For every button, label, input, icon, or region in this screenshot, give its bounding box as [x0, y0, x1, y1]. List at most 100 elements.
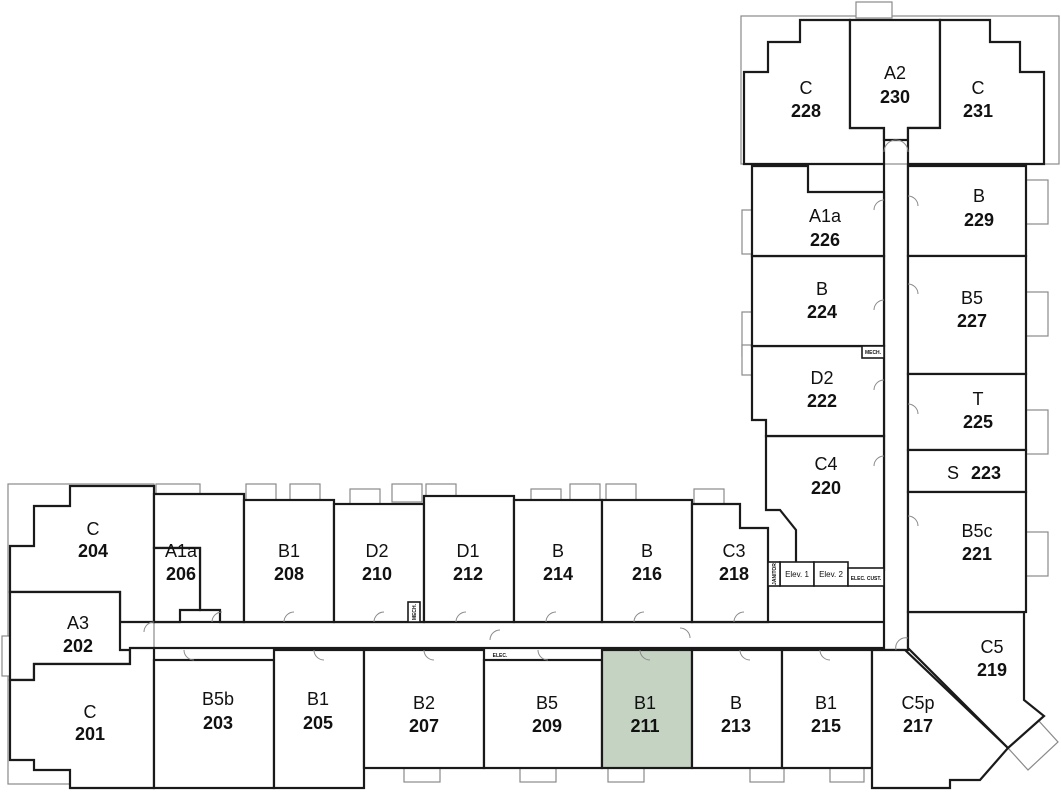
elevator-1-label: Elev. 1 — [785, 570, 809, 579]
unit-number-label: 202 — [63, 636, 93, 656]
unit-type-label: B — [552, 541, 564, 561]
unit-type-label: B — [816, 279, 828, 299]
unit-type-label: B5b — [202, 689, 234, 709]
unit-number-label: 227 — [957, 311, 987, 331]
unit-205-shape — [272, 648, 366, 790]
unit-212-shape — [422, 494, 516, 624]
door-swings — [143, 139, 919, 661]
unit-type-label: B5 — [536, 693, 558, 713]
unit-number-label: 214 — [543, 564, 573, 584]
unit-type-label: C — [800, 78, 813, 98]
elevator-2 — [813, 561, 849, 587]
unit-number-label: 231 — [963, 101, 993, 121]
unit-214-shape — [512, 498, 604, 624]
unit-type-label: C5 — [980, 637, 1003, 657]
unit-218-shape — [690, 502, 770, 624]
unit-type-label: B5 — [961, 288, 983, 308]
unit-217-shape — [870, 648, 1010, 790]
mech-east-label: MECH. — [865, 350, 882, 356]
unit-type-label: A3 — [67, 613, 89, 633]
unit-number-label: 206 — [166, 564, 196, 584]
unit-number-label: 229 — [964, 210, 994, 230]
unit-number-label: 226 — [810, 230, 840, 250]
unit-number-label: 218 — [719, 564, 749, 584]
elec-cust-label: ELEC. CUST. — [851, 576, 882, 582]
mech-room-west — [407, 601, 421, 623]
unit-number-label: 219 — [977, 660, 1007, 680]
unit-221-shape — [906, 490, 1028, 614]
unit-number-label: 208 — [274, 564, 304, 584]
unit-216-shape — [600, 498, 694, 624]
unit-number-label: 225 — [963, 412, 993, 432]
elec-cust-room — [847, 567, 885, 587]
unit-type-label: C4 — [814, 454, 837, 474]
unit-type-label: D1 — [456, 541, 479, 561]
unit-type-label: C5p — [901, 693, 934, 713]
unit-number-label: 217 — [903, 716, 933, 736]
janitor-closet — [767, 561, 781, 587]
unit-type-label: C — [972, 78, 985, 98]
unit-223-shape — [906, 448, 1028, 494]
unit-type-label: A2 — [884, 63, 906, 83]
unit-229-shape — [906, 164, 1028, 258]
unit-number-label: 223 — [971, 463, 1001, 483]
unit-number-label: 207 — [409, 716, 439, 736]
elec-main-label: ELEC. — [493, 653, 508, 659]
janitor-label: JANITOR — [772, 563, 778, 585]
unit-number-label: 211 — [630, 716, 659, 736]
unit-number-label: 228 — [791, 101, 821, 121]
unit-213-shape — [690, 648, 784, 770]
unit-207-shape — [362, 648, 486, 770]
unit-labels: C 204 A1a 206 B1 208 D2 210 D1 212 B 214… — [63, 63, 1007, 744]
unit-type-label: B1 — [278, 541, 300, 561]
unit-number-label: 209 — [532, 716, 562, 736]
unit-number-label: 221 — [962, 544, 992, 564]
unit-type-label: B1 — [634, 693, 656, 713]
unit-type-label: S — [947, 463, 959, 483]
unit-209-shape — [482, 658, 604, 770]
elevator-2-label: Elev. 2 — [819, 570, 843, 579]
unit-type-label: A1a — [165, 541, 198, 561]
unit-211-shape — [600, 648, 694, 770]
unit-type-label: C — [84, 702, 97, 722]
unit-type-label: B — [973, 186, 985, 206]
unit-number-label: 216 — [632, 564, 662, 584]
mech-west-label: MECH. — [412, 603, 418, 620]
unit-number-label: 215 — [811, 716, 841, 736]
unit-type-label: C — [87, 519, 100, 539]
east-corridor — [882, 133, 910, 652]
unit-type-label: B — [730, 693, 742, 713]
unit-number-label: 212 — [453, 564, 483, 584]
unit-type-label: T — [973, 389, 984, 409]
unit-number-label: 220 — [811, 478, 841, 498]
unit-number-label: 230 — [880, 87, 910, 107]
unit-226-shape — [750, 164, 886, 258]
unit-number-label: 204 — [78, 541, 108, 561]
unit-225-shape — [906, 372, 1028, 452]
unit-type-label: B5c — [961, 521, 992, 541]
unit-type-label: B — [641, 541, 653, 561]
unit-type-label: D2 — [810, 368, 833, 388]
unit-208-shape — [242, 498, 336, 624]
unit-number-label: 201 — [75, 724, 105, 744]
unit-number-label: 224 — [807, 302, 837, 322]
unit-type-label: A1a — [809, 206, 842, 226]
unit-203-shape — [152, 658, 276, 790]
unit-type-label: B1 — [815, 693, 837, 713]
unit-type-label: B2 — [413, 693, 435, 713]
unit-215-shape — [780, 648, 874, 770]
unit-220-shape — [764, 434, 886, 572]
unit-number-label: 213 — [721, 716, 751, 736]
unit-number-label: 210 — [362, 564, 392, 584]
unit-231-shape — [906, 18, 1046, 166]
unit-number-label: 205 — [303, 713, 333, 733]
main-corridor — [128, 620, 907, 650]
unit-224-shape — [750, 254, 886, 348]
unit-type-label: C3 — [722, 541, 745, 561]
mech-room-east — [861, 345, 885, 359]
unit-type-label: D2 — [365, 541, 388, 561]
unit-number-label: 203 — [203, 713, 233, 733]
unit-number-label: 222 — [807, 391, 837, 411]
unit-type-label: B1 — [307, 689, 329, 709]
